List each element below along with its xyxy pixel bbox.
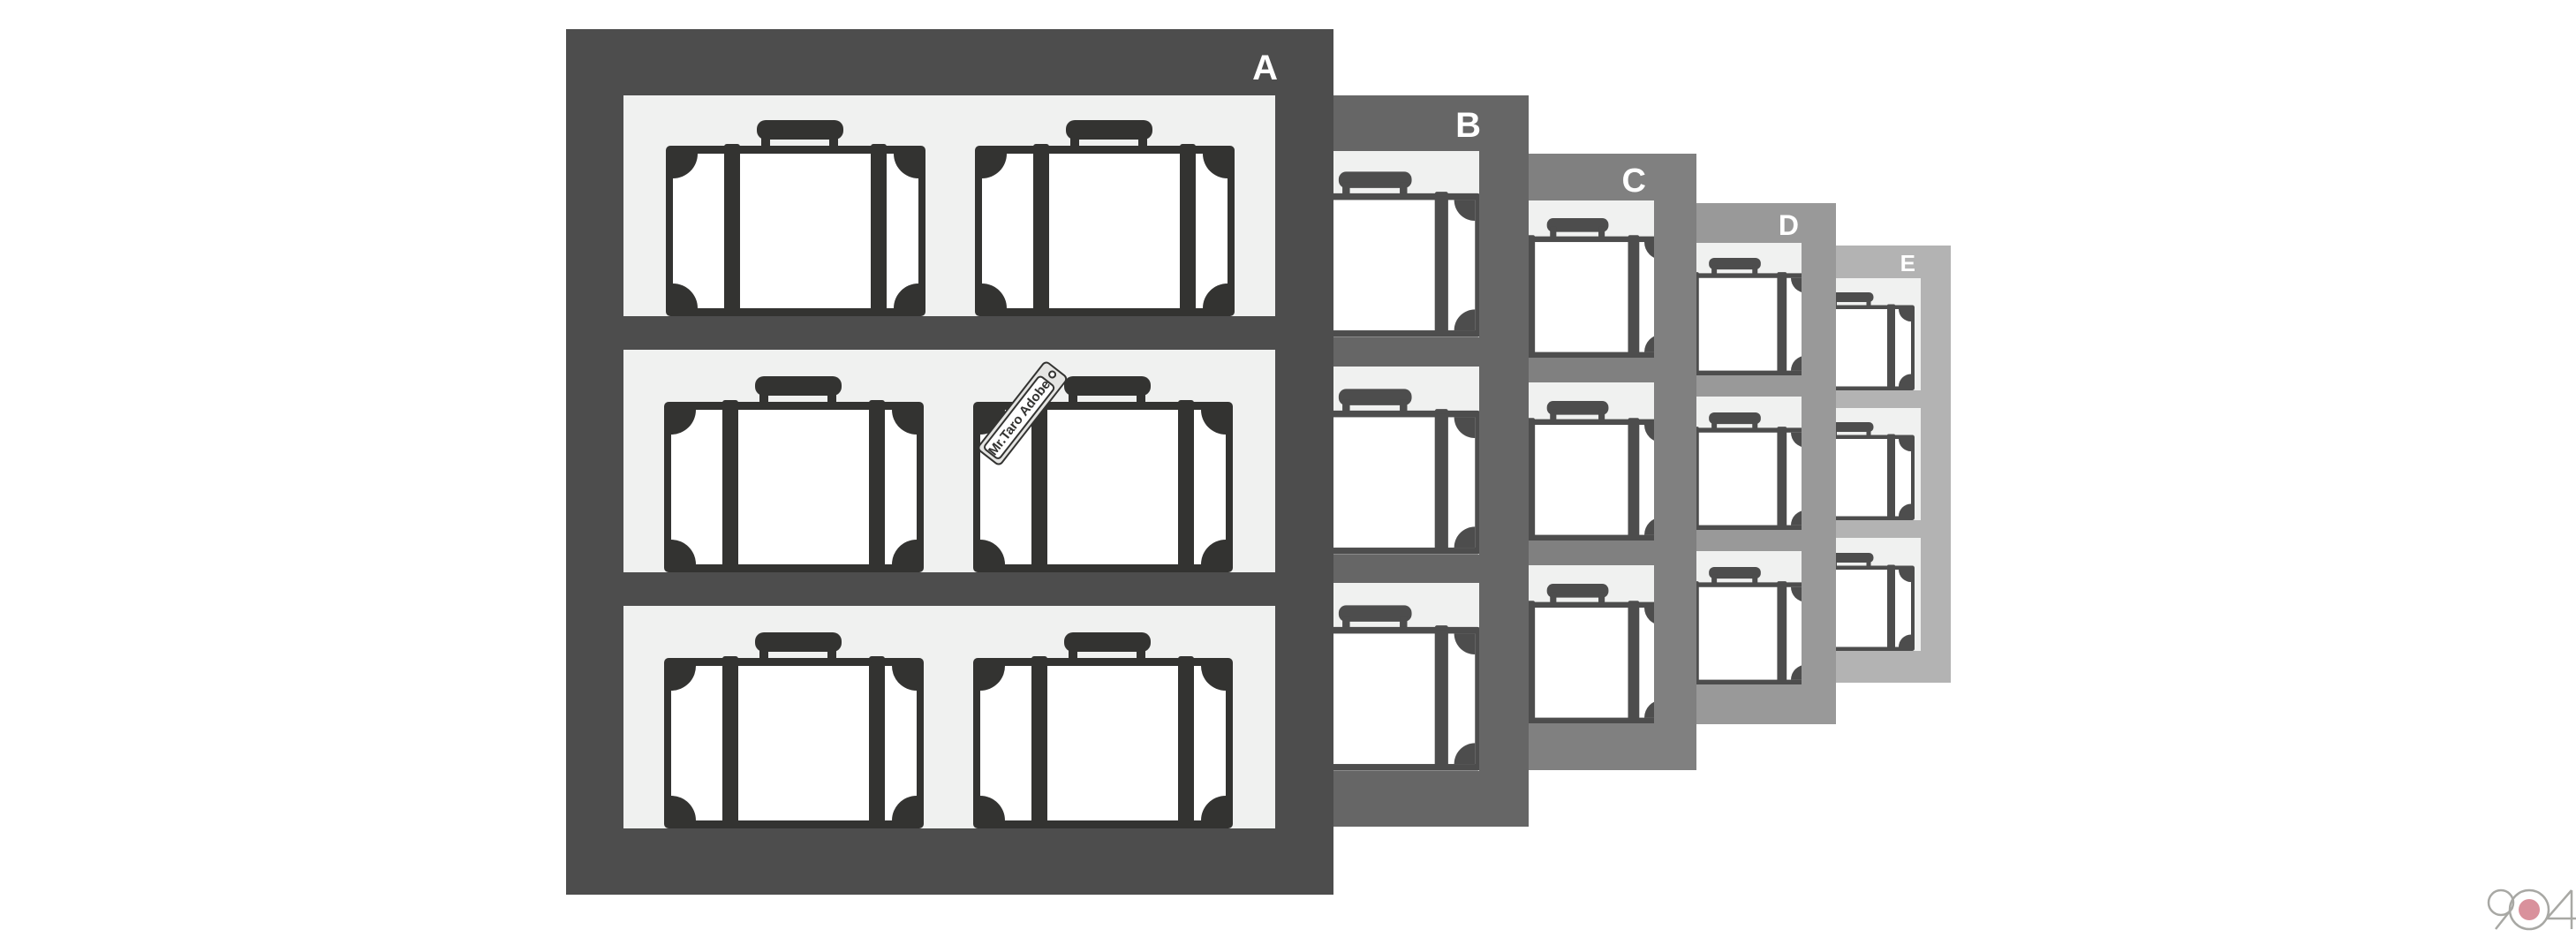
suitcase-icon bbox=[973, 632, 1233, 828]
suitcase-icon bbox=[664, 632, 924, 828]
shelf-a-2: Mr.Taro Adobe bbox=[623, 350, 1275, 572]
name-tag: Mr.Taro Adobe bbox=[972, 359, 1096, 472]
rack-panel-a: A Mr.Taro Adobe bbox=[566, 29, 1333, 895]
suitcase-icon bbox=[666, 120, 925, 316]
panel-label-a: A bbox=[1252, 49, 1278, 87]
panel-label-e: E bbox=[1900, 250, 1915, 276]
panel-label-b: B bbox=[1455, 106, 1481, 145]
panel-label-d: D bbox=[1778, 209, 1799, 241]
shelf-a-1 bbox=[623, 95, 1275, 316]
suitcase-icon bbox=[975, 120, 1235, 316]
shelf-a-3 bbox=[623, 606, 1275, 828]
logo-904: 904 bbox=[2483, 883, 2576, 936]
suitcase-icon bbox=[664, 376, 924, 572]
panel-label-c: C bbox=[1621, 163, 1646, 200]
logo-904-icon bbox=[2487, 888, 2576, 931]
